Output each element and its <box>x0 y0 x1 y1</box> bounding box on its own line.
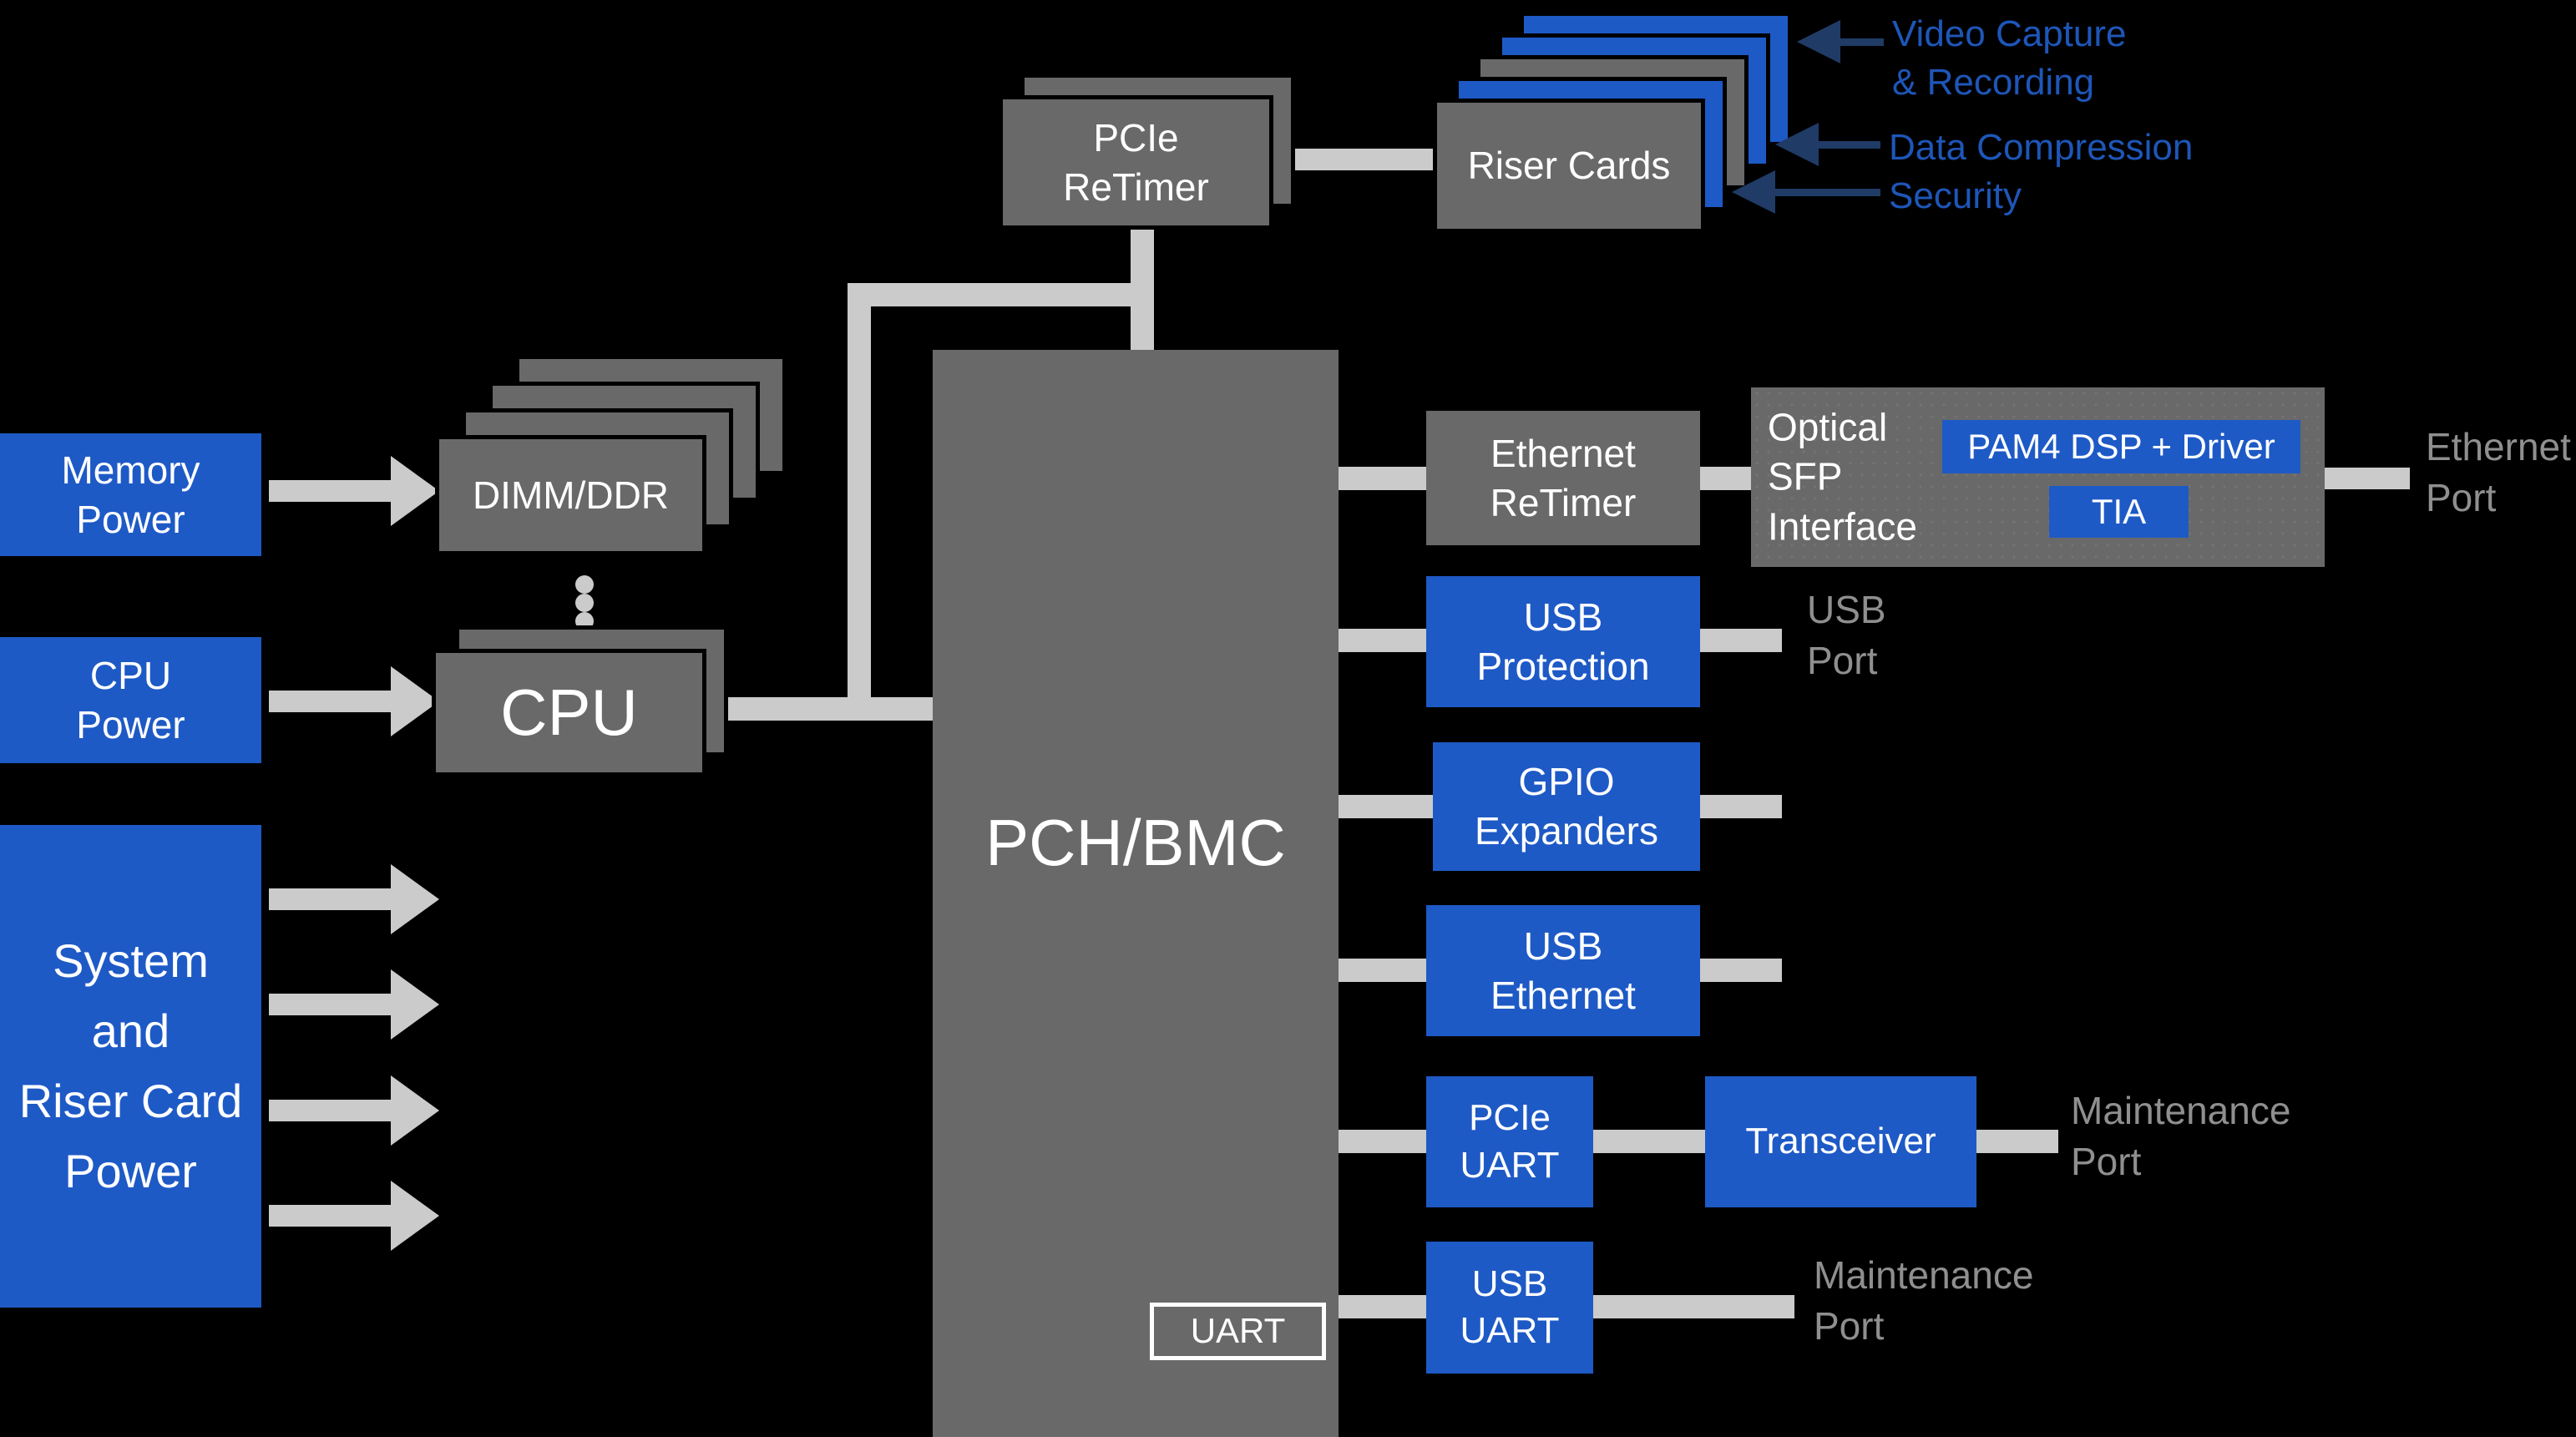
dimm-label: DIMM/DDR <box>472 473 670 517</box>
pam4-dsp-driver-box: PAM4 DSP + Driver <box>1942 420 2300 473</box>
pcie-retimer-box: PCIe ReTimer <box>999 95 1273 230</box>
arrow-left-icon <box>1775 123 1819 166</box>
connector-usbuart-maintport <box>1593 1295 1794 1318</box>
arrow-shaft <box>269 691 391 712</box>
cpu-label: CPU <box>500 675 638 749</box>
arrow-shaft <box>269 888 391 910</box>
system-power-arrow-1 <box>269 864 708 934</box>
arrow-shaft <box>269 994 391 1015</box>
cpu-box: CPU <box>432 649 706 777</box>
connector-retimer-riser <box>1278 149 1433 170</box>
uart-box: UART <box>1150 1303 1326 1360</box>
maintenance-port-label-top: Maintenance Port <box>2071 1089 2291 1183</box>
security-label: Security <box>1889 175 2022 216</box>
pcie-retimer-label: PCIe ReTimer <box>1063 115 1209 209</box>
connector-pch-usbuart <box>1339 1295 1426 1318</box>
security-arrow <box>1732 170 1880 214</box>
riser-cards-box: Riser Cards <box>1433 99 1705 233</box>
memory-power-arrow <box>269 456 708 526</box>
arrow-right-icon <box>391 969 439 1040</box>
video-capture-arrow <box>1797 20 1884 63</box>
video-capture-label: Video Capture & Recording <box>1892 13 2127 104</box>
arrow-shaft <box>269 1205 391 1227</box>
ellipsis-dot <box>575 575 594 594</box>
connector-pch-gpio <box>1339 795 1433 818</box>
connector-pcieuart-transceiver <box>1593 1130 1705 1153</box>
transceiver-box: Transceiver <box>1705 1076 1976 1207</box>
tia-label: TIA <box>2091 491 2147 531</box>
gpio-expanders-label: GPIO Expanders <box>1475 760 1658 853</box>
arrow-shaft <box>1819 141 1880 149</box>
system-power-arrow-2 <box>269 969 708 1040</box>
arrow-right-icon <box>391 666 439 736</box>
pcie-uart-box: PCIe UART <box>1426 1076 1593 1207</box>
connector-cpu-pch <box>706 697 934 721</box>
cpu-power-label: CPU Power <box>76 653 185 746</box>
system-riser-power-label: System and Riser Card Power <box>18 934 243 1197</box>
tia-box: TIA <box>2049 486 2189 538</box>
gpio-expanders-box: GPIO Expanders <box>1433 742 1700 871</box>
connector-top-horizontal <box>848 283 1154 306</box>
arrow-left-icon <box>1797 20 1840 63</box>
ethernet-port-label: Ethernet Port <box>2426 425 2571 519</box>
arrow-shaft <box>1775 189 1880 196</box>
arrow-right-icon <box>391 864 439 934</box>
maintenance-port-label-bottom: Maintenance Port <box>1814 1253 2034 1348</box>
connector-left-vertical <box>848 283 871 721</box>
usb-protection-box: USB Protection <box>1426 576 1700 707</box>
arrow-shaft <box>269 480 391 502</box>
riser-cards-label: Riser Cards <box>1467 144 1671 188</box>
arrow-left-icon <box>1732 170 1775 214</box>
connector-transceiver-maintport <box>1976 1130 2058 1153</box>
ethernet-retimer-box: Ethernet ReTimer <box>1426 411 1700 545</box>
arrow-right-icon <box>391 1181 439 1251</box>
pcie-uart-label: PCIe UART <box>1460 1097 1560 1186</box>
connector-optical-ethport <box>2325 468 2410 489</box>
transceiver-label: Transceiver <box>1745 1121 1936 1162</box>
connector-pch-pcieuart <box>1339 1130 1426 1153</box>
usb-ethernet-box: USB Ethernet <box>1426 905 1700 1036</box>
ethernet-retimer-label: Ethernet ReTimer <box>1490 431 1637 524</box>
connector-pch-ethretimer <box>1339 467 1426 490</box>
connector-pch-usbethernet <box>1339 959 1426 982</box>
system-riser-power-box: System and Riser Card Power <box>0 825 261 1308</box>
cpu-power-arrow <box>269 666 708 736</box>
connector-usbethernet-out <box>1700 959 1782 982</box>
optical-sfp-label: Optical SFP Interface <box>1768 404 1917 549</box>
usb-ethernet-label: USB Ethernet <box>1490 923 1636 1017</box>
arrow-shaft <box>1840 38 1884 46</box>
data-compression-label: Data Compression <box>1889 127 2194 168</box>
connector-gpio-out <box>1700 795 1782 818</box>
dimm-box: DIMM/DDR <box>435 435 706 555</box>
arrow-shaft <box>269 1100 391 1121</box>
connector-ethretimer-optical <box>1700 467 1751 490</box>
pch-bmc-label: PCH/BMC <box>985 806 1286 879</box>
system-power-arrow-4 <box>269 1181 708 1251</box>
ellipsis-dot <box>575 594 594 612</box>
cpu-power-box: CPU Power <box>0 637 261 763</box>
pam4-dsp-driver-label: PAM4 DSP + Driver <box>1967 426 2275 466</box>
usb-port-label: USB Port <box>1807 588 1886 682</box>
usb-uart-box: USB UART <box>1426 1242 1593 1374</box>
arrow-right-icon <box>391 1075 439 1146</box>
system-power-arrow-3 <box>269 1075 708 1146</box>
usb-protection-label: USB Protection <box>1476 595 1650 688</box>
memory-power-box: Memory Power <box>0 433 261 556</box>
data-compression-arrow <box>1775 123 1880 166</box>
connector-pch-usbprotection <box>1339 629 1426 652</box>
arrow-right-icon <box>391 456 439 526</box>
pch-bmc-box: PCH/BMC <box>933 350 1339 1437</box>
usb-uart-label: USB UART <box>1460 1262 1560 1351</box>
memory-power-label: Memory Power <box>61 448 200 541</box>
optical-sfp-box: Optical SFP Interface <box>1751 387 2325 567</box>
connector-usbprotection-usbport <box>1700 629 1782 652</box>
uart-label: UART <box>1190 1311 1286 1351</box>
